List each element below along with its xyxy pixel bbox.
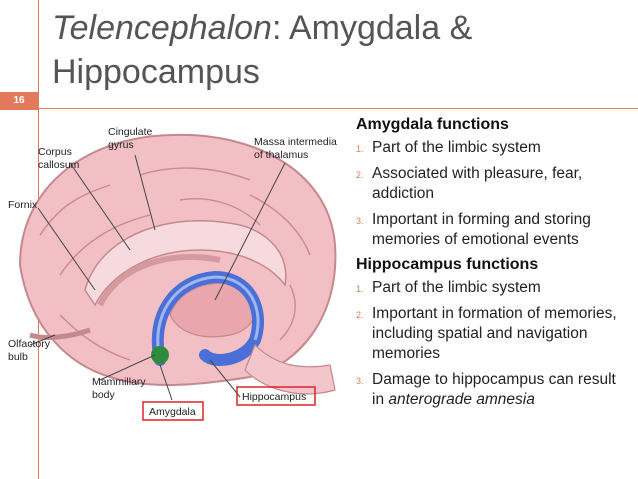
item-number: 3. (356, 376, 364, 386)
brainstem (244, 343, 336, 395)
label-olfactory-line2: bulb (8, 351, 28, 363)
item-text-italic: anterograde amnesia (388, 391, 535, 408)
amygdala-item: 1. Part of the limbic system (356, 138, 631, 158)
item-text: Part of the limbic system (372, 279, 541, 296)
brain-diagram: Cingulate gyrus Corpus callosum Massa in… (8, 126, 337, 421)
amygdala-shape (151, 346, 169, 364)
item-text-prefix: Damage to hippocampus can result in (372, 371, 616, 408)
hippocampus-item: 2. Important in formation of memories, i… (356, 304, 631, 364)
gyri-lines (39, 167, 311, 361)
title-rest: : Amygdala & Hippocampus (52, 9, 473, 91)
item-text: Important in forming and storing memorie… (372, 211, 591, 248)
hippocampus-highlight-box (236, 386, 316, 406)
slide-number: 16 (0, 92, 38, 110)
label-corpus-line1: Corpus (38, 146, 72, 158)
item-number: 1. (356, 284, 364, 294)
hippocampus-highlight (156, 275, 260, 361)
label-massa-line2: of thalamus (254, 149, 308, 161)
slide-title: Telencephalon: Amygdala & Hippocampus (52, 6, 612, 94)
title-italic: Telencephalon (52, 9, 272, 47)
label-cingulate-line1: Cingulate (108, 126, 153, 138)
label-fornix: Fornix (8, 199, 38, 211)
label-mammillary-line1: Mammillary (92, 376, 146, 388)
item-text: Part of the limbic system (372, 139, 541, 156)
item-text: Important in formation of memories, incl… (372, 305, 617, 362)
amygdala-highlight-box (142, 401, 204, 421)
hippocampus-item: 1. Part of the limbic system (356, 278, 631, 298)
label-hippocampus: Hippocampus (242, 391, 306, 403)
amygdala-item: 3. Important in forming and storing memo… (356, 210, 631, 250)
amygdala-heading: Amygdala functions (356, 116, 509, 133)
item-number: 2. (356, 170, 364, 180)
label-massa-line1: Massa intermedia (254, 136, 337, 148)
item-text: Damage to hippocampus can result in ante… (372, 370, 631, 410)
horizontal-rule (0, 108, 638, 109)
amygdala-item: 2. Associated with pleasure, fear, addic… (356, 164, 631, 204)
item-number: 1. (356, 144, 364, 154)
item-number: 2. (356, 310, 364, 320)
label-olfactory-line1: Olfactory (8, 338, 51, 350)
item-text: Associated with pleasure, fear, addictio… (372, 165, 583, 202)
hippocampus-item: 3. Damage to hippocampus can result in a… (356, 370, 631, 410)
functions-panel: Amygdala functions 1. Part of the limbic… (356, 114, 631, 416)
label-amygdala: Amygdala (149, 406, 196, 418)
fornix-shape (97, 254, 221, 307)
label-mammillary-line2: body (92, 389, 116, 401)
corpus-callosum (84, 219, 287, 307)
hippocampus-heading: Hippocampus functions (356, 256, 539, 273)
label-corpus-line2: callosum (38, 159, 80, 171)
label-cingulate-line2: gyrus (108, 139, 134, 151)
item-number: 3. (356, 216, 364, 226)
olfactory-bulb-shape (29, 327, 91, 340)
leader-lines (29, 154, 286, 401)
